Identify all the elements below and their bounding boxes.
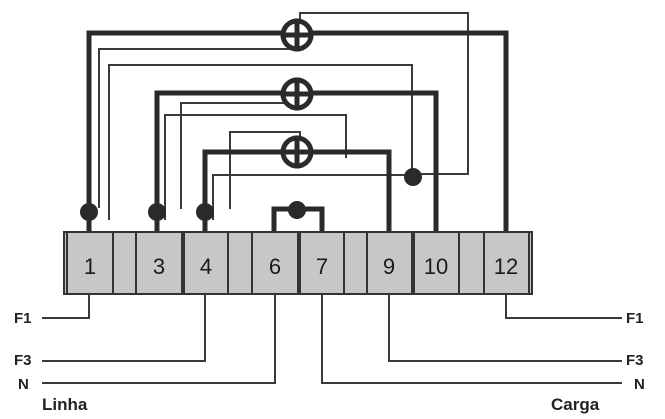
load-f3-wire	[388, 294, 622, 362]
thin-wire-5	[212, 174, 413, 220]
current-transformer-icon	[280, 77, 314, 111]
junction-dot	[404, 168, 422, 186]
thin-wire-1	[98, 12, 469, 208]
junction-dot	[80, 203, 98, 221]
line-f1-wire	[42, 294, 90, 319]
junction-dot	[196, 203, 214, 221]
wire-label-load-n: N	[634, 376, 645, 393]
junction-dot	[288, 201, 306, 219]
current-transformer-icon	[280, 18, 314, 52]
thin-wire-3	[164, 114, 347, 220]
terminal-6	[251, 231, 299, 295]
terminal-label: 3	[153, 254, 165, 279]
load-f1-wire	[505, 294, 622, 319]
line-f3-wire	[42, 294, 206, 362]
terminal-label: 12	[494, 254, 518, 279]
thin-wire-2	[108, 64, 413, 220]
wire-label-line-f3: F3	[14, 352, 32, 369]
wire-label-line-n: N	[18, 376, 29, 393]
terminal-10	[413, 231, 460, 295]
current-transformer-icon	[280, 135, 314, 169]
load-n-wire	[321, 294, 622, 384]
terminal-label: 7	[316, 254, 328, 279]
terminal-7	[299, 231, 345, 295]
wire-label-line-f1: F1	[14, 310, 32, 327]
terminal-12	[483, 231, 530, 295]
line-n-wire	[42, 294, 276, 384]
junction-dot	[148, 203, 166, 221]
side-label-load: Carga	[551, 395, 600, 414]
wire-label-load-f3: F3	[626, 352, 644, 369]
terminal-label: 4	[200, 254, 212, 279]
side-label-line: Linha	[42, 395, 88, 414]
terminal-label: 6	[269, 254, 281, 279]
terminal-3	[135, 231, 183, 295]
terminal-4	[183, 231, 229, 295]
terminal-label: 10	[424, 254, 448, 279]
thin-wire-4	[180, 102, 300, 209]
terminal-label: 1	[84, 254, 96, 279]
wire-label-load-f1: F1	[626, 310, 644, 327]
terminal-label: 9	[383, 254, 395, 279]
terminal-9	[366, 231, 413, 295]
